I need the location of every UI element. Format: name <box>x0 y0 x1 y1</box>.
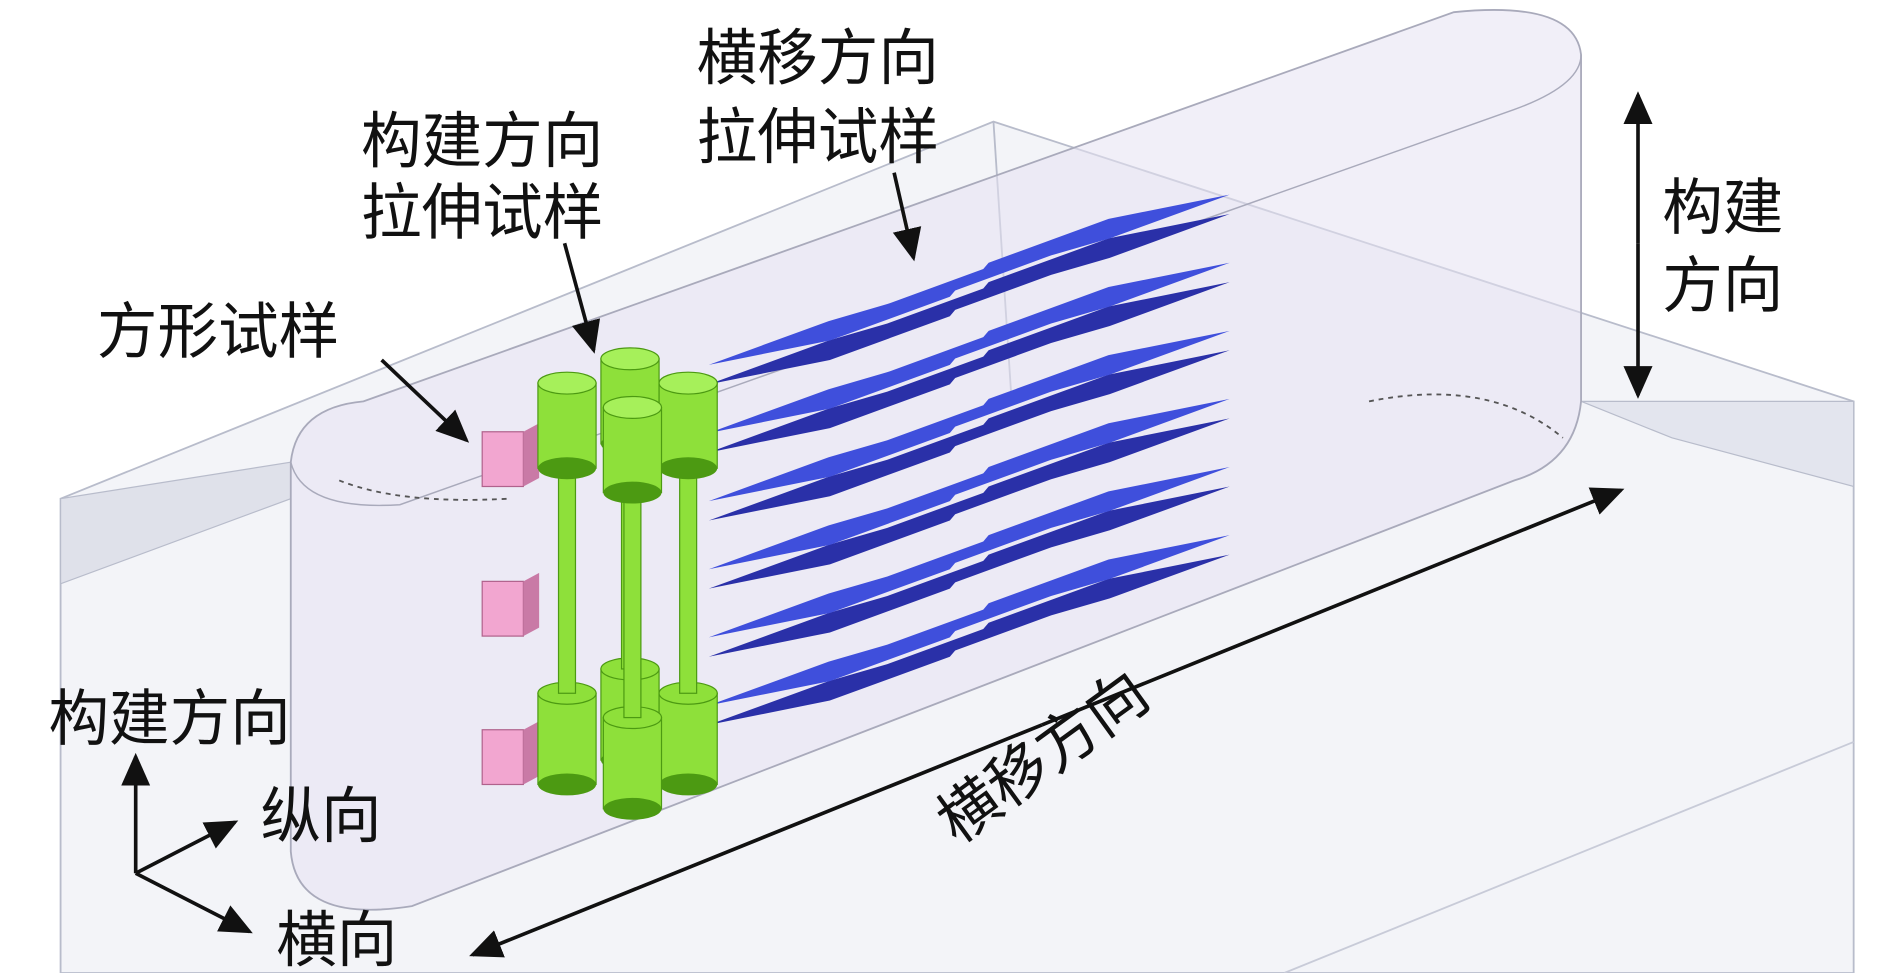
label-axis-longitudinal: 纵向 <box>260 782 381 852</box>
label-square-specimen: 方形试样 <box>97 298 339 368</box>
coordinate-axes <box>121 752 253 934</box>
label-build-specimen-2: 拉伸试样 <box>361 178 603 248</box>
cylinder-specimen <box>602 395 663 820</box>
cylinder-specimen <box>658 371 718 796</box>
square-specimen <box>481 423 540 488</box>
square-specimen <box>481 721 540 786</box>
label-axis-transverse: 横向 <box>276 906 397 973</box>
label-build-direction-right-2: 方向 <box>1662 251 1783 321</box>
traverse-direction-double-arrow <box>469 487 1625 958</box>
label-axis-build: 构建方向 <box>48 684 290 754</box>
label-transverse-specimen-2: 拉伸试样 <box>697 103 939 173</box>
label-transverse-specimen-1: 横移方向 <box>697 24 939 94</box>
label-build-specimen-1: 构建方向 <box>361 107 603 177</box>
cylinder-specimen <box>537 371 597 796</box>
leader-arrows <box>380 172 922 443</box>
square-specimen <box>481 572 540 637</box>
square-specimens <box>481 423 540 786</box>
label-build-direction-right-1: 构建 <box>1662 174 1783 244</box>
build-tensile-specimens <box>537 347 718 820</box>
